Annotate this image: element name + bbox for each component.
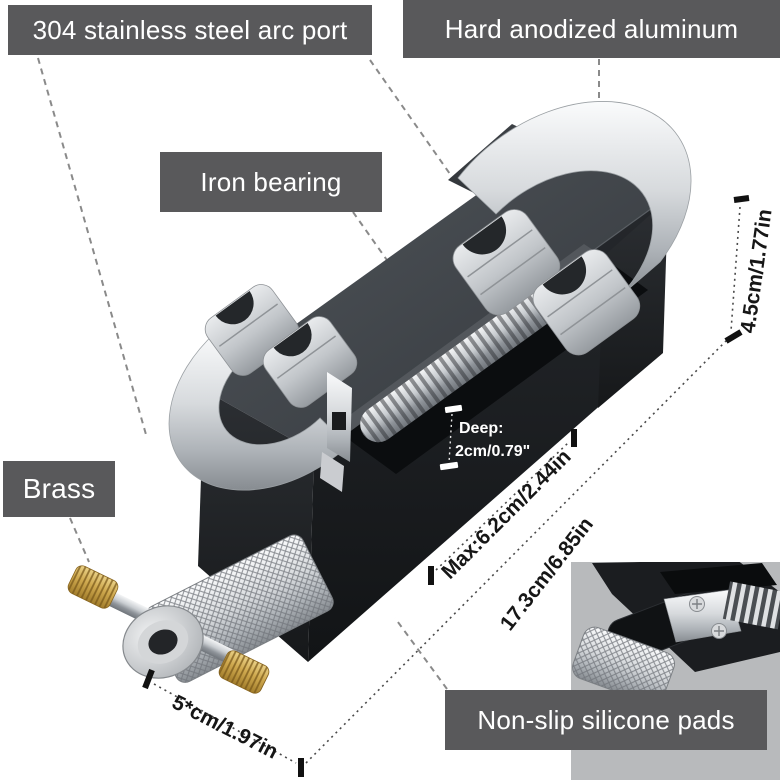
label-arc-port-text: 304 stainless steel arc port (32, 14, 348, 45)
rod-threads (360, 274, 578, 443)
screw-cross (714, 626, 724, 636)
upper-jaw-left (452, 209, 561, 316)
inset-screw-2 (711, 623, 727, 639)
label-arc-port: 304 stainless steel arc port (8, 5, 372, 55)
callout-line-silicone-pads (394, 617, 448, 690)
length-tick-top (724, 329, 743, 344)
bracket-tab (320, 452, 344, 492)
jaw-arc-notch (542, 256, 587, 295)
depth-annotation: Deep: 2cm/0.79" (439, 404, 530, 471)
brass-thumb-screw-left (67, 565, 119, 609)
label-aluminum: Hard anodized aluminum (403, 0, 780, 58)
vise-body (67, 101, 692, 694)
inset-screw-1 (689, 596, 705, 612)
brass-knurling (219, 650, 269, 694)
jaw-arc-notch (215, 290, 254, 325)
label-aluminum-text: Hard anodized aluminum (444, 13, 739, 44)
inset-threads (722, 581, 780, 630)
depth-tick-bottom (439, 461, 459, 471)
brass-thumb-screw-right (218, 650, 270, 694)
label-iron-bearing-text: Iron bearing (200, 166, 342, 197)
steel-arc-port-top (457, 101, 692, 299)
brass-knurling (68, 565, 118, 609)
jaw-groove (480, 247, 546, 296)
inset-threaded-rod (722, 581, 780, 630)
label-brass-text: Brass (22, 473, 96, 504)
jaw-arc-notch (273, 322, 312, 357)
inset-knurled-knob (572, 626, 675, 705)
jaw-groove (218, 303, 279, 347)
length-dotted-line (305, 337, 730, 764)
depth-value: 2cm/0.79" (455, 443, 530, 460)
depth-tick-top (444, 404, 463, 413)
jaw-groove (560, 287, 626, 336)
jaw-groove (276, 335, 337, 379)
inset-knob-knurling (572, 627, 675, 705)
jaw-groove (467, 229, 533, 278)
width-tick-left (142, 668, 155, 690)
width-dimension: 5*cm/1.97in (168, 691, 281, 764)
label-silicone-pads: Non-slip silicone pads (445, 690, 767, 750)
callout-line-arc-port-right (369, 59, 458, 185)
knob-face (122, 605, 204, 679)
label-brass: Brass (3, 461, 115, 517)
height-dotted-line (730, 206, 741, 332)
height-dimension: 4.5cm/1.77in (736, 208, 776, 335)
screw-cross (692, 599, 702, 609)
jaw-groove (547, 269, 613, 318)
depth-label: Deep: (459, 420, 503, 437)
jaw-arc-notch (462, 216, 507, 255)
bearing-hole (148, 629, 178, 655)
height-tick-top (733, 195, 750, 203)
bracket-hole (332, 412, 346, 430)
threaded-rod (360, 274, 578, 443)
label-iron-bearing: Iron bearing (160, 152, 382, 212)
callout-line-arc-port-left (37, 57, 148, 439)
max-dotted-line (435, 441, 570, 571)
label-silicone-pads-text: Non-slip silicone pads (477, 704, 735, 735)
upper-jaw-right (532, 249, 641, 356)
callout-line-brass (69, 517, 90, 563)
